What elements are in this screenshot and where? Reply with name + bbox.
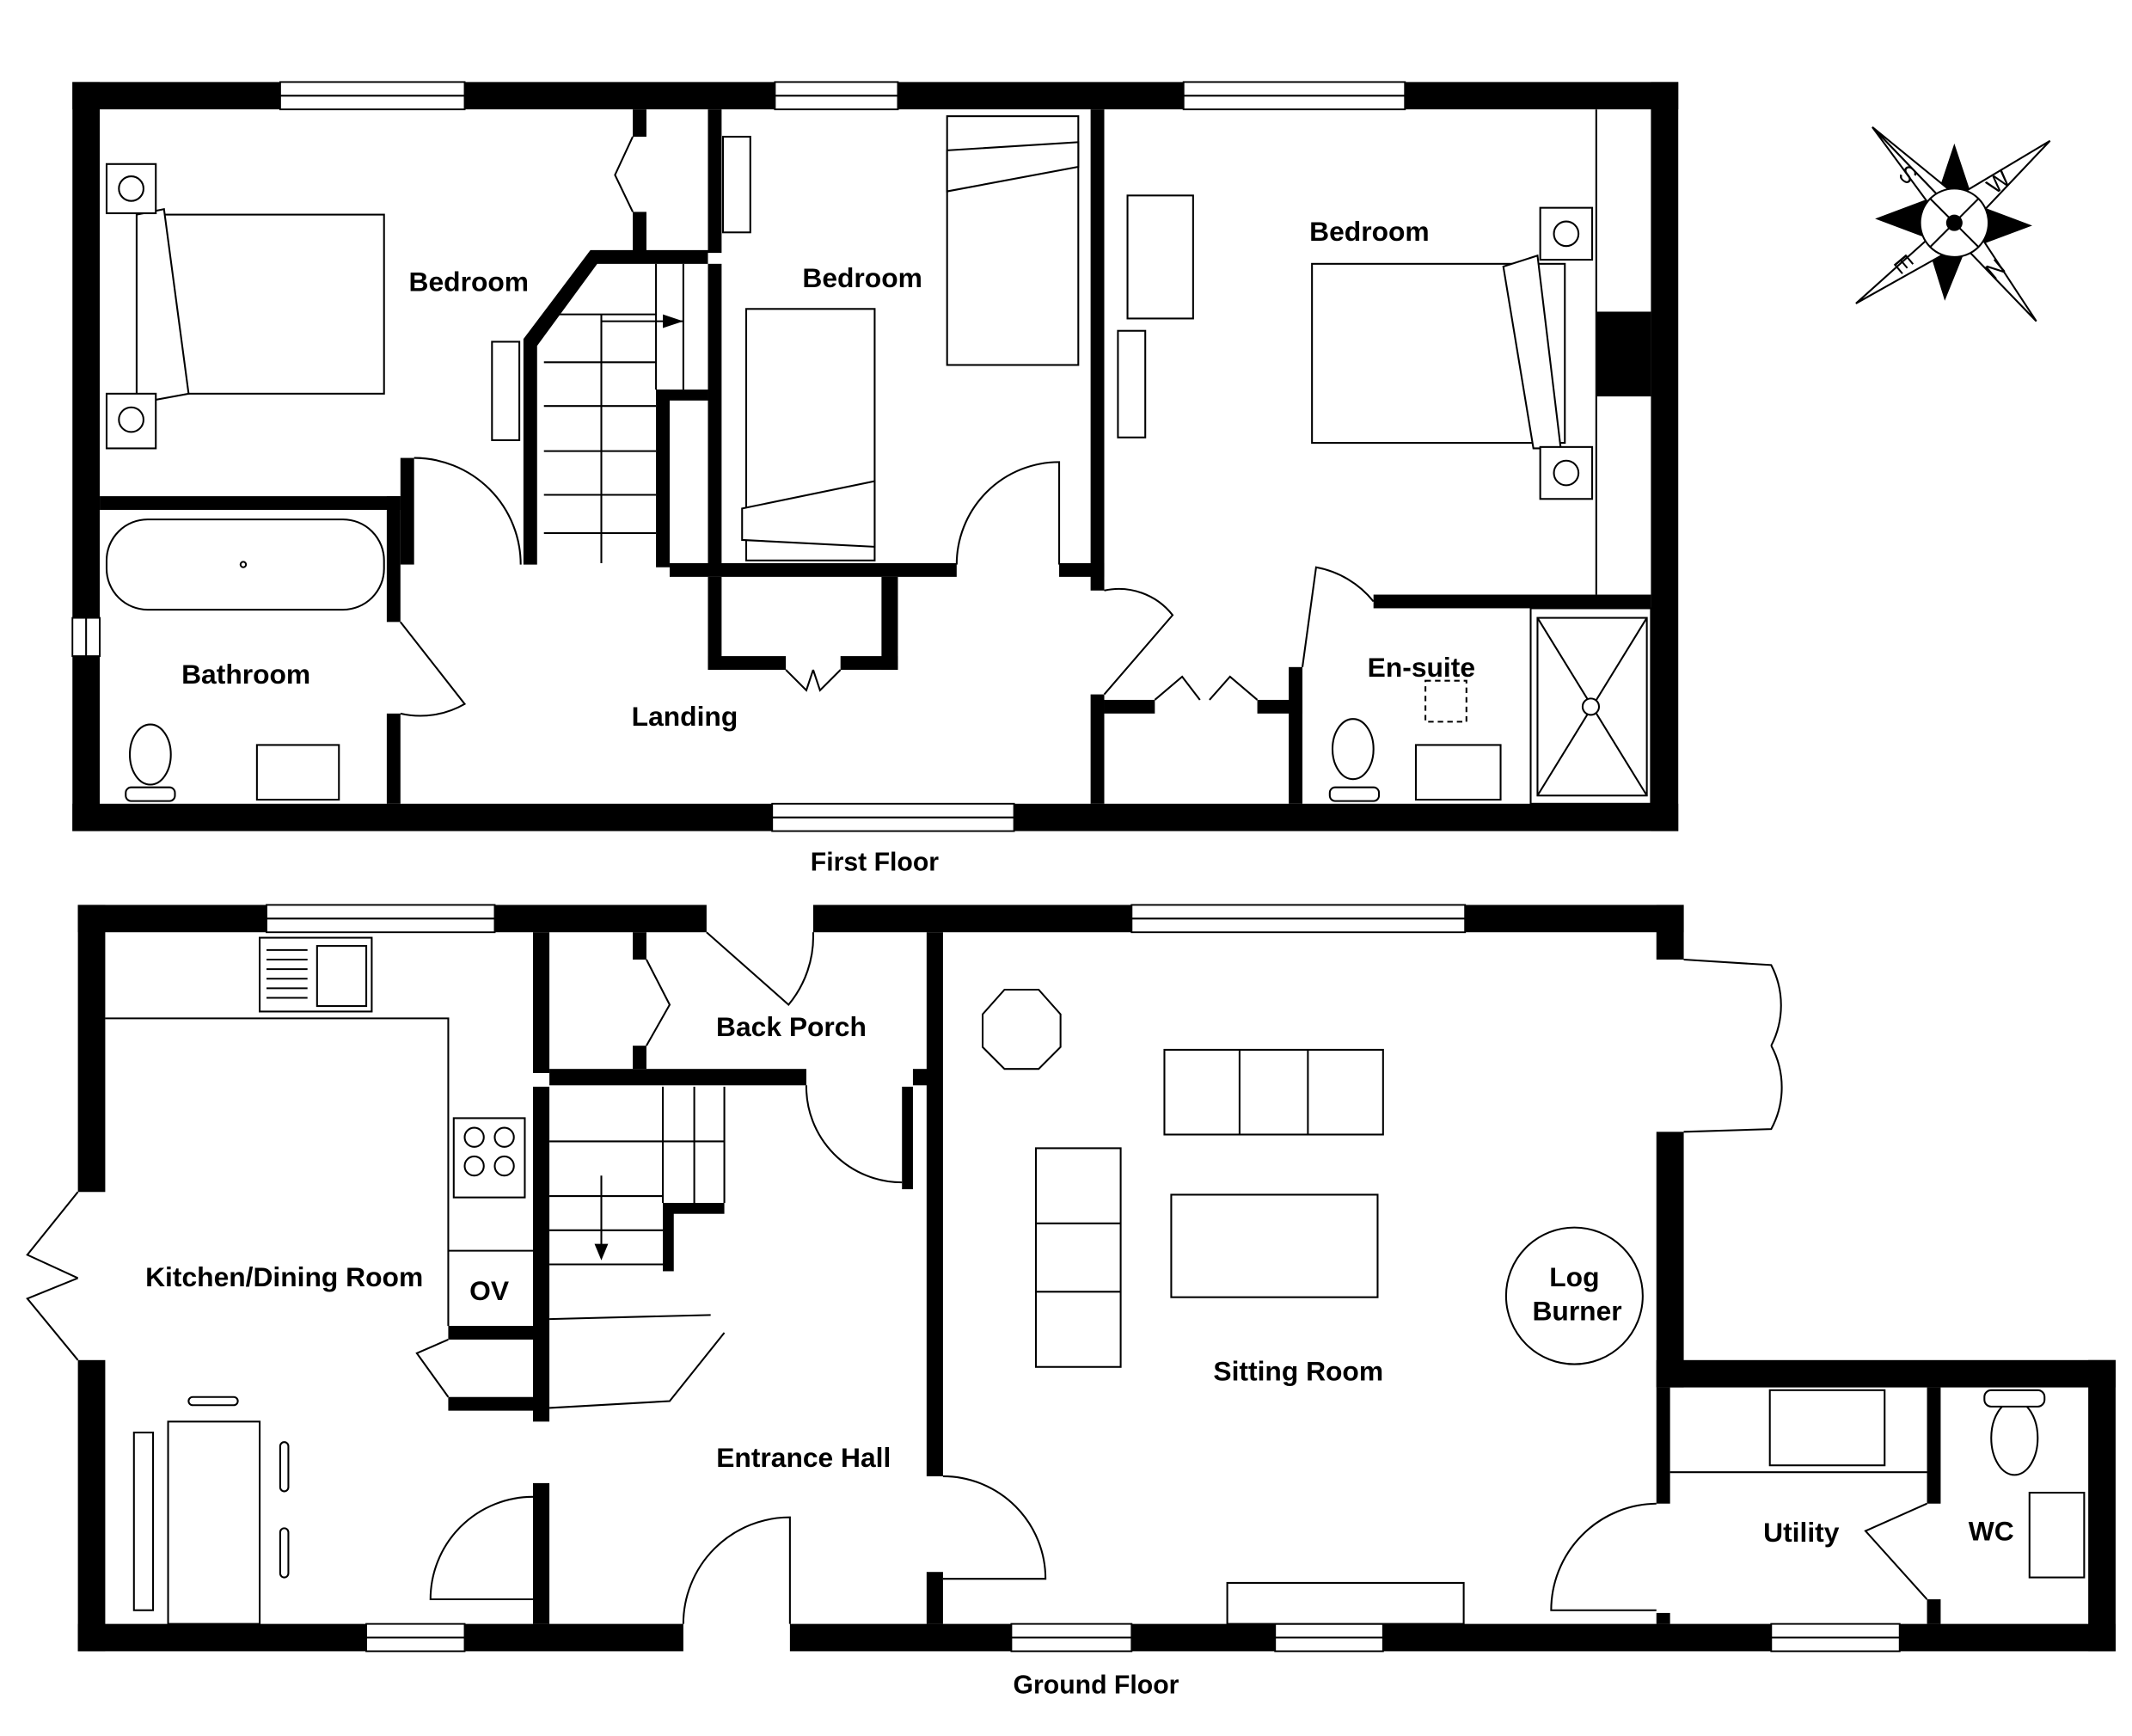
wardrobe — [1126, 194, 1194, 320]
room-label-bathroom: Bathroom — [181, 659, 310, 690]
floor-title-first: First Floor — [811, 849, 940, 877]
coffee-table — [1170, 1193, 1379, 1298]
room-label-bedroom: Bedroom — [409, 267, 530, 298]
room-label-utility: Utility — [1763, 1517, 1840, 1548]
first-floor-furniture — [105, 115, 1648, 802]
first-floor-windows — [71, 81, 1406, 832]
label-oven: OV — [469, 1275, 509, 1306]
radiator — [491, 340, 521, 441]
room-label-ensuite: En-suite — [1368, 652, 1475, 683]
floor-title-ground: Ground Floor — [1014, 1672, 1179, 1700]
room-label-entrance-hall: Entrance Hall — [716, 1442, 891, 1473]
ground-floor-labels: Kitchen/Dining Room OV Back Porch Entran… — [145, 1011, 2014, 1700]
log-burner-icon — [1504, 1226, 1644, 1365]
shower-drain-icon — [1581, 697, 1601, 716]
toilet — [1331, 718, 1375, 781]
room-label-back-porch: Back Porch — [716, 1011, 867, 1042]
sink — [1414, 744, 1502, 801]
toilet — [1990, 1400, 2039, 1476]
utility-sink — [1768, 1389, 1886, 1467]
room-label-landing: Landing — [632, 701, 738, 732]
hob — [452, 1117, 526, 1199]
stairs — [543, 263, 684, 563]
tv-unit — [1226, 1581, 1465, 1625]
room-label-bedroom: Bedroom — [1309, 216, 1430, 247]
compass-icon: S W E N — [1855, 126, 2051, 322]
ground-floor-doors — [26, 931, 1928, 1624]
wc-sink — [2028, 1491, 2086, 1579]
room-label-kitchen-dining: Kitchen/Dining Room — [145, 1261, 423, 1292]
sink — [255, 744, 340, 801]
first-floor-doors — [399, 136, 1375, 717]
ground-stairs — [549, 1086, 726, 1266]
label-log-burner: Burner — [1532, 1296, 1621, 1327]
bedside-lamp — [105, 163, 157, 215]
round-table — [981, 988, 1062, 1070]
radiator — [1117, 329, 1147, 439]
room-label-sitting-room: Sitting Room — [1213, 1356, 1383, 1387]
ground-floor-inner-walls — [448, 932, 1941, 1624]
room-label-bedroom: Bedroom — [802, 262, 922, 293]
room-label-wc: WC — [1969, 1516, 2014, 1547]
label-log-burner: Log — [1549, 1261, 1599, 1292]
sofa — [1163, 1048, 1384, 1136]
shelf — [721, 135, 751, 234]
ground-floor-furniture — [105, 936, 2086, 1625]
first-floor: Bedroom Bedroom Bedroom Bathroom Landing… — [71, 81, 1679, 877]
radiator — [132, 1432, 155, 1611]
ground-floor: Kitchen/Dining Room OV Back Porch Entran… — [26, 904, 2116, 1700]
sofa — [1034, 1147, 1122, 1368]
ground-floor-windows — [266, 904, 1901, 1653]
dining-table — [167, 1420, 261, 1625]
extractor-fan-icon — [1424, 679, 1467, 723]
toilet — [128, 723, 172, 786]
first-floor-labels: Bedroom Bedroom Bedroom Bathroom Landing… — [181, 216, 1475, 877]
